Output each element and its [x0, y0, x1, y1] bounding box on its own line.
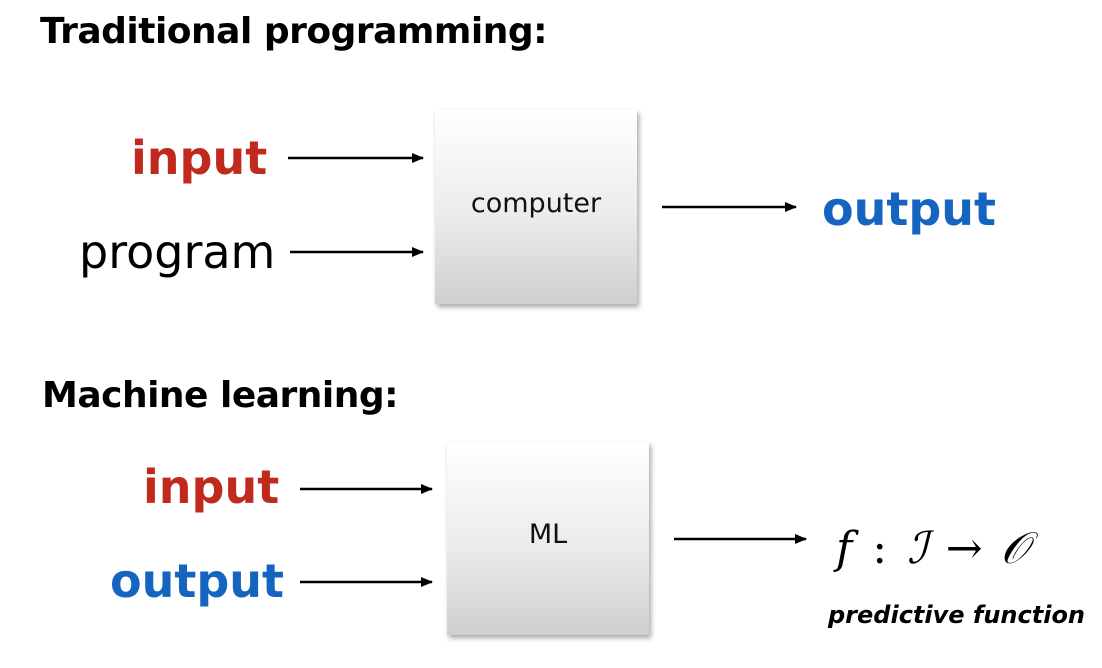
formula-arrow: →: [945, 523, 983, 574]
traditional-input-label: input: [131, 131, 268, 185]
traditional-output-label: output: [822, 182, 997, 236]
machine-learning-heading: Machine learning:: [42, 375, 399, 416]
traditional-programming-heading: Traditional programming:: [40, 11, 548, 52]
computer-box-label: computer: [470, 187, 602, 219]
ml-input-label: input: [143, 460, 280, 514]
ml-box: ML: [447, 442, 649, 635]
ml-box-label: ML: [528, 519, 568, 550]
formula-f: f: [836, 523, 853, 574]
formula-input-space: ℐ: [907, 523, 928, 574]
predictive-function-formula: f : ℐ → 𝒪: [836, 527, 1028, 571]
formula-colon: :: [872, 523, 888, 574]
predictive-function-caption: predictive function: [828, 601, 1086, 629]
computer-box: computer: [435, 110, 637, 304]
ml-output-label: output: [110, 554, 285, 608]
traditional-program-label: program: [79, 225, 276, 279]
formula-output-space: 𝒪: [1000, 523, 1029, 574]
